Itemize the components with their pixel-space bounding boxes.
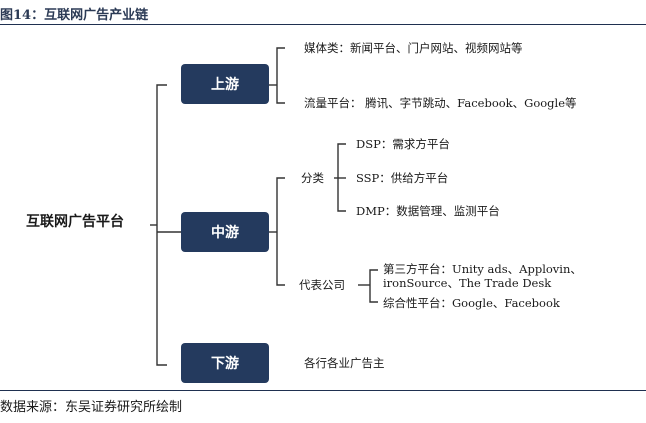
upstream-item-media: 媒体类：新闻平台、门户网站、视频网站等 — [304, 41, 523, 55]
reps-integrated: 综合性平台：Google、Facebook — [383, 296, 560, 310]
root-label: 互联网广告平台 — [26, 214, 124, 230]
upstream-bracket — [276, 47, 285, 104]
category-ssp: SSP：供给方平台 — [356, 171, 449, 185]
downstream-node: 下游 — [181, 343, 269, 383]
category-label: 分类 — [301, 171, 324, 185]
top-rule — [0, 24, 646, 25]
root-bracket — [156, 84, 167, 366]
upstream-label: 上游 — [211, 77, 239, 93]
reps-label: 代表公司 — [299, 278, 345, 292]
downstream-item: 各行各业广告主 — [304, 356, 385, 370]
bottom-rule — [0, 390, 646, 391]
category-dmp: DMP：数据管理、监测平台 — [356, 204, 500, 218]
midstream-bracket — [276, 177, 285, 286]
reps-third-party: 第三方平台：Unity ads、Applovin、ironSource、The … — [383, 262, 582, 290]
source-note: 数据来源：东吴证券研究所绘制 — [0, 400, 183, 415]
downstream-label: 下游 — [211, 356, 239, 372]
midstream-label: 中游 — [211, 225, 239, 241]
upstream-item-traffic: 流量平台： 腾讯、字节跳动、Facebook、Google等 — [304, 96, 577, 110]
category-dsp: DSP：需求方平台 — [356, 137, 450, 151]
figure-title: 图14：互联网广告产业链 — [0, 8, 149, 23]
reps-bracket — [369, 269, 378, 303]
midstream-node: 中游 — [181, 212, 269, 252]
upstream-node: 上游 — [181, 64, 269, 104]
